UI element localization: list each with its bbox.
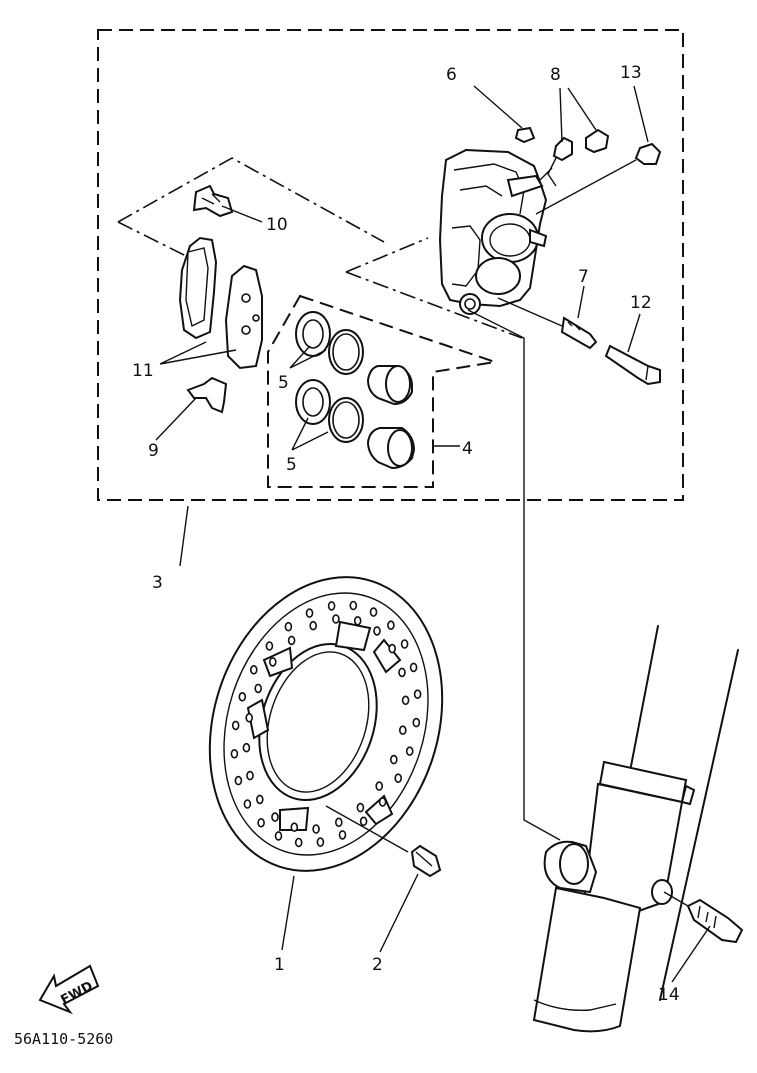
disc-hole bbox=[332, 614, 340, 624]
fork-bolt-14 bbox=[686, 898, 744, 944]
disc-hole bbox=[413, 689, 422, 700]
disc-bolt-2 bbox=[410, 844, 442, 878]
disc-hole bbox=[294, 837, 303, 848]
brake-disc bbox=[208, 576, 444, 872]
part-label-11: 11 bbox=[132, 361, 154, 381]
disc-hole bbox=[401, 695, 410, 706]
disc-hole bbox=[359, 816, 368, 827]
caliper-body bbox=[438, 148, 548, 315]
disc-hole bbox=[254, 683, 263, 694]
disc-hole bbox=[250, 664, 258, 675]
disc-hole bbox=[238, 691, 247, 702]
fork-bolt-leader bbox=[663, 891, 689, 907]
part-label-12: 12 bbox=[630, 293, 652, 313]
disc-hole bbox=[353, 615, 362, 626]
slide-pin-7 bbox=[560, 316, 598, 350]
part-label-7: 7 bbox=[578, 267, 589, 287]
disc-hole bbox=[243, 799, 252, 809]
brake-pad-inner bbox=[224, 264, 263, 370]
disc-hole bbox=[349, 600, 358, 611]
diagram-code: 56A110-5260 bbox=[14, 1030, 113, 1048]
disc-hole bbox=[271, 812, 279, 822]
seal-kit-boundary bbox=[267, 294, 496, 488]
disc-hole bbox=[327, 601, 336, 611]
front-fork bbox=[532, 625, 739, 1033]
label-leaders bbox=[155, 85, 711, 983]
disc-hole bbox=[309, 620, 318, 631]
part-label-4: 4 bbox=[462, 439, 473, 459]
part-label-2: 2 bbox=[372, 955, 383, 975]
disc-hole bbox=[316, 837, 325, 847]
disc-hole bbox=[230, 748, 239, 759]
caliper-assembly-boundary bbox=[97, 29, 684, 501]
disc-hole bbox=[375, 781, 384, 791]
disc-bolt-leader bbox=[325, 805, 409, 853]
part-label-5a: 5 bbox=[278, 373, 289, 393]
part-label-9: 9 bbox=[148, 441, 159, 461]
disc-hole bbox=[234, 775, 243, 786]
part-label-13: 13 bbox=[620, 63, 642, 83]
disc-hole bbox=[398, 725, 407, 736]
pad-leader-lines bbox=[117, 157, 523, 339]
pad-spring-10 bbox=[192, 184, 234, 218]
disc-hole bbox=[412, 717, 421, 728]
part-label-6: 6 bbox=[446, 65, 457, 85]
disc-hole bbox=[287, 635, 296, 646]
disc-hole bbox=[284, 621, 293, 632]
part-label-1: 1 bbox=[274, 955, 285, 975]
disc-hole bbox=[405, 746, 414, 757]
part-label-10: 10 bbox=[266, 215, 288, 235]
disc-hole bbox=[305, 608, 314, 618]
disc-hole bbox=[369, 607, 378, 617]
disc-hole bbox=[356, 802, 365, 813]
disc-hole bbox=[246, 770, 254, 781]
disc-hole bbox=[245, 712, 253, 723]
disc-hole bbox=[400, 639, 409, 649]
seal-kit-parts bbox=[295, 311, 416, 470]
disc-hole bbox=[388, 643, 397, 654]
disc-hole bbox=[265, 641, 274, 651]
disc-hole bbox=[398, 667, 406, 678]
part-label-5b: 5 bbox=[286, 455, 297, 475]
caliper-small-parts bbox=[514, 126, 662, 187]
caliper-leader-lines bbox=[467, 159, 637, 841]
pad-support-9 bbox=[186, 376, 228, 414]
disc-hole bbox=[334, 817, 343, 828]
disc-hole bbox=[373, 626, 381, 636]
disc-hole bbox=[338, 830, 347, 840]
part-label-8: 8 bbox=[550, 65, 561, 85]
disc-hole bbox=[389, 754, 398, 765]
part-label-14: 14 bbox=[658, 985, 680, 1005]
disc-hole bbox=[290, 822, 299, 833]
part-label-3: 3 bbox=[152, 573, 163, 593]
disc-hole bbox=[268, 657, 277, 667]
disc-hole bbox=[231, 720, 240, 731]
disc-hole bbox=[257, 817, 265, 828]
disc-hole bbox=[409, 662, 418, 673]
disc-holes bbox=[230, 600, 422, 848]
disc-hole bbox=[274, 831, 283, 841]
disc-hole bbox=[387, 620, 395, 631]
disc-hole bbox=[312, 824, 320, 834]
disc-hole bbox=[378, 797, 387, 807]
fwd-arrow-icon: FWD bbox=[38, 964, 100, 1015]
disc-hole bbox=[394, 773, 403, 784]
disc-hole bbox=[242, 742, 251, 753]
caliper-bolt-12 bbox=[604, 344, 661, 386]
brake-pad-outer bbox=[178, 236, 218, 340]
disc-hole bbox=[255, 794, 264, 805]
